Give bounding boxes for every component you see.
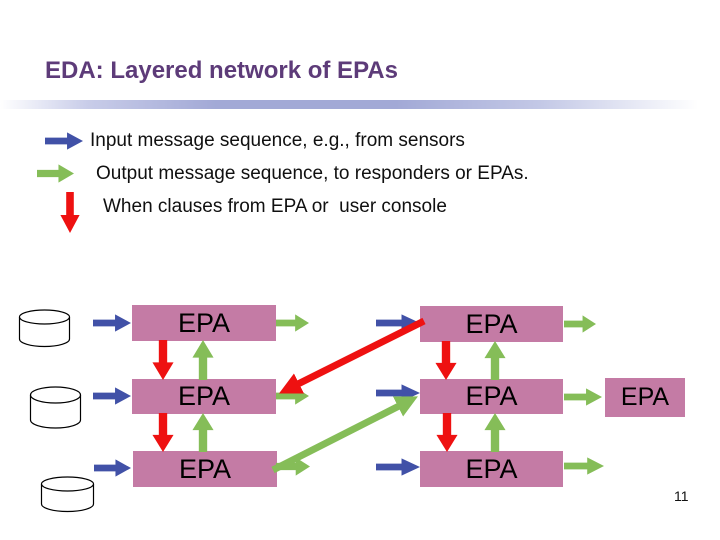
when-clause-arrow-icon bbox=[152, 340, 174, 380]
output-up-arrow-icon bbox=[192, 413, 214, 452]
output-arrow-icon bbox=[276, 457, 310, 476]
when-clause-arrow-icon bbox=[60, 192, 80, 233]
database-cylinder-icon bbox=[40, 476, 95, 513]
output-arrow-icon bbox=[564, 315, 596, 333]
when-clause-diagonal-arrow bbox=[278, 317, 426, 394]
title-divider-rule bbox=[0, 100, 720, 109]
bullet-input-text: Input message sequence, e.g., from senso… bbox=[90, 130, 465, 151]
epa-box: EPA bbox=[133, 451, 277, 487]
input-arrow-icon bbox=[93, 387, 131, 405]
database-cylinder-icon bbox=[18, 309, 71, 348]
when-clause-arrow-icon bbox=[435, 341, 457, 380]
epa-box: EPA bbox=[132, 305, 276, 341]
input-arrow-icon bbox=[94, 459, 131, 477]
bullet-output-text: Output message sequence, to responders o… bbox=[96, 163, 529, 184]
input-arrow-icon bbox=[376, 384, 420, 402]
output-up-arrow-icon bbox=[484, 413, 506, 452]
slide-page-number: 11 bbox=[674, 488, 689, 504]
input-arrow-icon bbox=[93, 314, 131, 332]
output-up-arrow-icon bbox=[192, 340, 214, 380]
epa-box: EPA bbox=[605, 378, 685, 417]
epa-box: EPA bbox=[420, 451, 563, 487]
input-arrow-icon bbox=[376, 458, 420, 476]
input-arrow-icon bbox=[376, 314, 420, 332]
page-title: EDA: Layered network of EPAs bbox=[45, 57, 398, 84]
input-arrow-icon bbox=[45, 132, 83, 150]
epa-box: EPA bbox=[420, 306, 563, 342]
database-cylinder-icon bbox=[29, 386, 82, 429]
epa-box: EPA bbox=[420, 379, 563, 414]
output-arrow-icon bbox=[276, 387, 309, 405]
output-diagonal-arrow bbox=[271, 396, 418, 474]
output-arrow-icon bbox=[564, 388, 602, 406]
output-arrow-icon bbox=[276, 314, 309, 332]
output-up-arrow-icon bbox=[484, 341, 506, 380]
output-arrow-icon bbox=[37, 164, 74, 183]
output-arrow-icon bbox=[564, 457, 604, 475]
when-clause-arrow-icon bbox=[152, 413, 174, 452]
epa-box: EPA bbox=[132, 379, 276, 414]
bullet-when-text: When clauses from EPA or user console bbox=[103, 196, 447, 217]
when-clause-arrow-icon bbox=[436, 413, 458, 452]
